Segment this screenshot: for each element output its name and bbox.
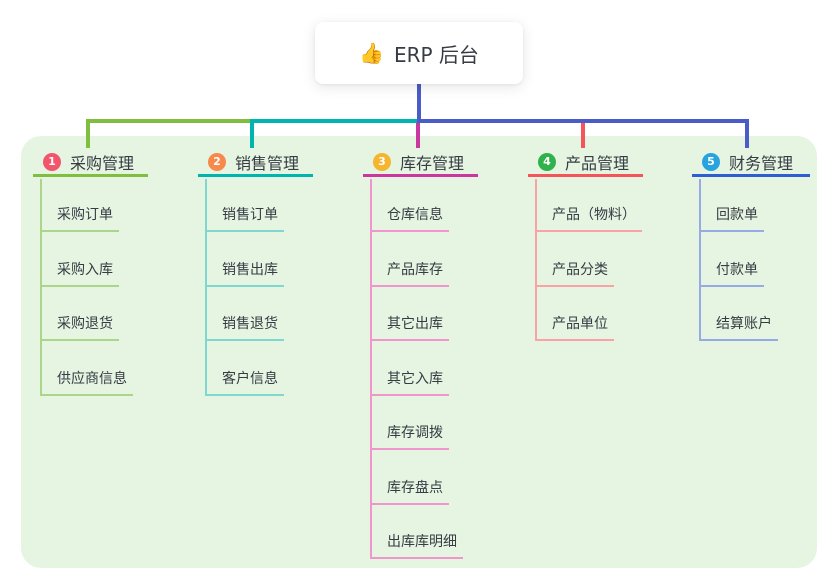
child-node[interactable]: 其它入库	[370, 370, 449, 396]
branch-node-sales[interactable]: 2 销售管理	[198, 150, 313, 177]
connector-root-trunk	[417, 83, 421, 123]
connector-drop-sales	[250, 119, 254, 148]
connector-children-finance	[699, 179, 701, 341]
branch-product: 4 产品管理 产品（物料） 产品分类 产品单位	[528, 150, 643, 341]
child-node[interactable]: 产品（物料）	[535, 206, 642, 232]
branch-index-badge: 3	[373, 153, 391, 171]
branch-purchase: 1 采购管理 采购订单 采购入库 采购退货 供应商信息	[33, 150, 148, 396]
branches-panel	[21, 136, 817, 568]
branch-label: 销售管理	[235, 154, 300, 173]
root-node-label: ERP 后台	[393, 42, 479, 67]
branch-node-finance[interactable]: 5 财务管理	[692, 150, 810, 177]
root-node[interactable]: 👍 ERP 后台	[315, 22, 523, 84]
child-node[interactable]: 回款单	[699, 206, 764, 232]
child-node[interactable]: 销售出库	[205, 261, 284, 287]
child-node[interactable]: 产品分类	[535, 261, 614, 287]
connector-bus-sales	[250, 119, 419, 123]
child-node[interactable]: 付款单	[699, 261, 764, 287]
connector-drop-finance	[745, 119, 749, 148]
branch-index-badge: 4	[538, 153, 556, 171]
branch-label: 库存管理	[400, 154, 465, 173]
connector-drop-product	[581, 119, 585, 148]
child-node[interactable]: 客户信息	[205, 370, 284, 396]
branch-label: 产品管理	[565, 154, 630, 173]
connector-bus-purchase	[86, 119, 253, 123]
branch-node-product[interactable]: 4 产品管理	[528, 150, 643, 177]
connector-bus-finance	[417, 119, 749, 123]
connector-drop-purchase	[86, 119, 90, 148]
child-node[interactable]: 产品库存	[370, 261, 449, 287]
child-node[interactable]: 出库库明细	[370, 533, 463, 559]
branch-node-purchase[interactable]: 1 采购管理	[33, 150, 148, 177]
child-node[interactable]: 采购退货	[40, 315, 119, 341]
branch-node-inventory[interactable]: 3 库存管理	[363, 150, 478, 177]
thumbs-up-icon: 👍	[359, 41, 384, 65]
connector-drop-inventory	[416, 119, 420, 148]
branch-index-badge: 1	[43, 153, 61, 171]
child-node[interactable]: 采购订单	[40, 206, 119, 232]
branch-sales: 2 销售管理 销售订单 销售出库 销售退货 客户信息	[198, 150, 313, 396]
branch-label: 采购管理	[70, 154, 135, 173]
child-node[interactable]: 产品单位	[535, 315, 614, 341]
branch-finance: 5 财务管理 回款单 付款单 结算账户	[692, 150, 810, 341]
branch-index-badge: 5	[702, 153, 720, 171]
child-node[interactable]: 销售退货	[205, 315, 284, 341]
child-node[interactable]: 其它出库	[370, 315, 449, 341]
child-node[interactable]: 结算账户	[699, 315, 778, 341]
child-node[interactable]: 仓库信息	[370, 206, 449, 232]
connector-children-inventory	[370, 179, 372, 559]
child-node[interactable]: 销售订单	[205, 206, 284, 232]
connector-children-sales	[205, 179, 207, 396]
branch-index-badge: 2	[208, 153, 226, 171]
child-node[interactable]: 库存盘点	[370, 479, 449, 505]
child-node[interactable]: 库存调拨	[370, 424, 449, 450]
child-node[interactable]: 供应商信息	[40, 370, 133, 396]
child-node[interactable]: 采购入库	[40, 261, 119, 287]
connector-children-purchase	[40, 179, 42, 396]
branch-inventory: 3 库存管理 仓库信息 产品库存 其它出库 其它入库 库存调拨 库存盘点 出库库…	[363, 150, 478, 559]
connector-children-product	[535, 179, 537, 341]
branch-label: 财务管理	[729, 154, 794, 173]
